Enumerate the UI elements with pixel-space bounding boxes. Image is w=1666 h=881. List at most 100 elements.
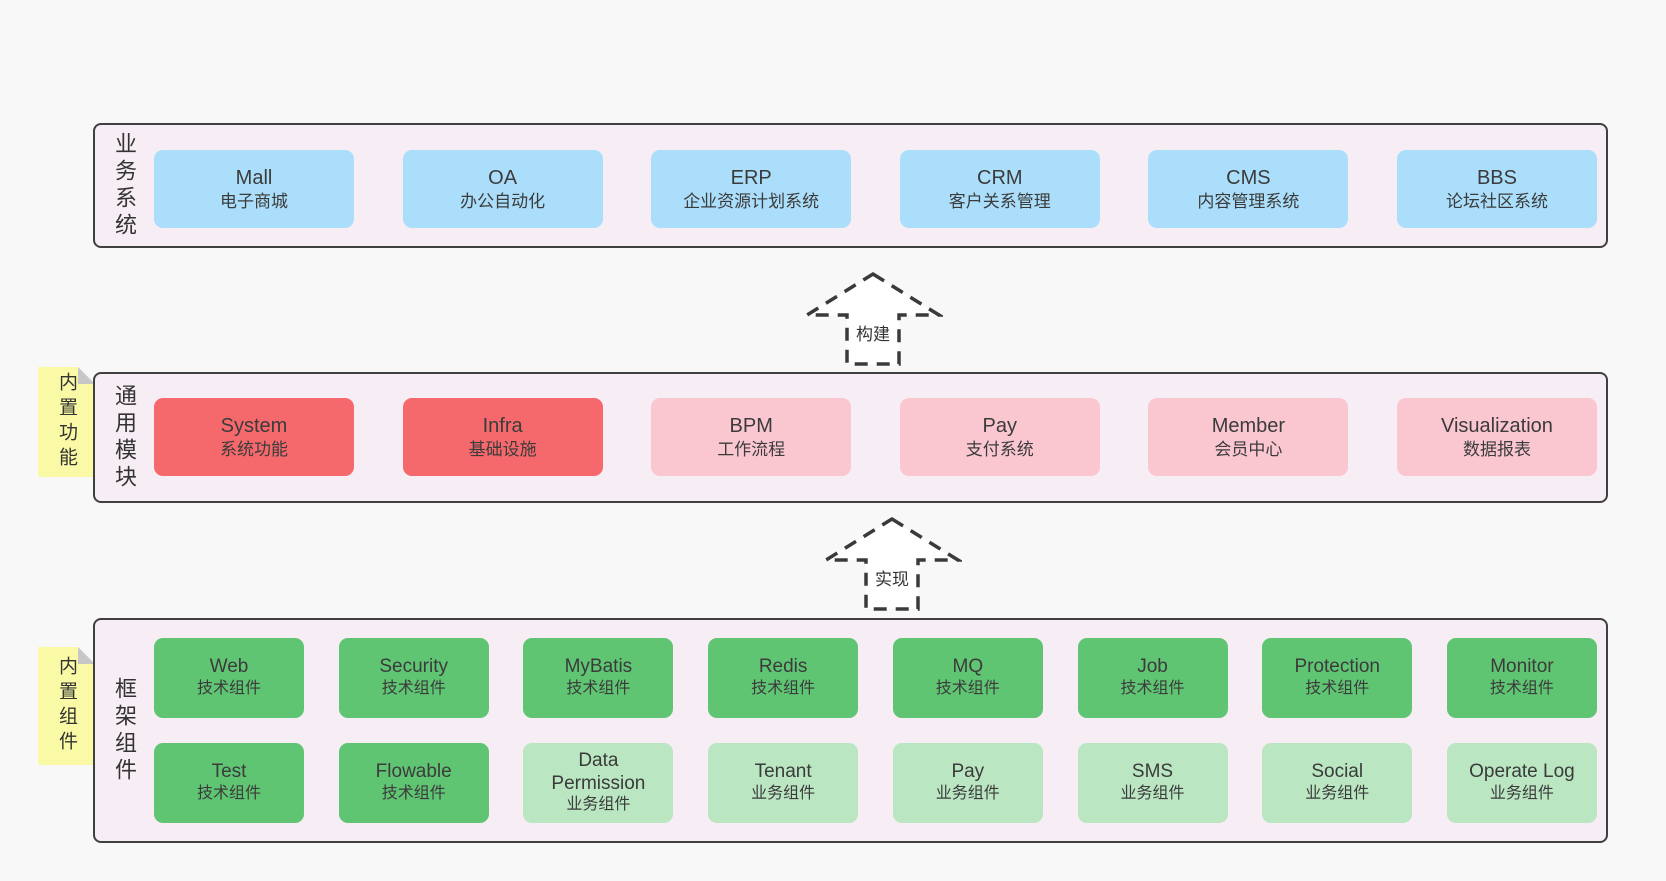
box-subtitle: 技术组件 (196, 679, 261, 697)
box-social: Social 业务组件 (1262, 743, 1413, 823)
box-title: Pay (982, 414, 1018, 437)
box-title: Operate Log (1469, 761, 1575, 783)
box-subtitle: 会员中心 (1214, 439, 1283, 459)
box-data-permission: Data Permission 业务组件 (523, 743, 674, 823)
box-title: ERP (730, 166, 772, 189)
folded-corner (78, 367, 95, 384)
box-title: CMS (1226, 166, 1271, 189)
box-title: Infra (482, 414, 523, 437)
box-title: Redis (758, 656, 808, 678)
box-subtitle: 技术组件 (381, 679, 446, 697)
box-subtitle: 业务组件 (1489, 784, 1554, 802)
box-visualization: Visualization 数据报表 (1396, 398, 1597, 476)
framework-components-label: 框架组件 (112, 676, 137, 785)
box-subtitle: 论坛社区系统 (1445, 191, 1548, 211)
box-pay-biz: Pay 业务组件 (892, 743, 1043, 823)
box-title: Pay (951, 761, 985, 783)
box-subtitle: 系统功能 (220, 439, 288, 459)
box-title: Visualization (1441, 414, 1553, 437)
box-mall: Mall 电子商城 (154, 150, 354, 228)
box-sms: SMS 业务组件 (1077, 743, 1228, 823)
box-web: Web 技术组件 (154, 638, 304, 718)
box-subtitle: 办公自动化 (460, 191, 546, 211)
box-title: Social (1311, 761, 1364, 783)
box-subtitle: 业务组件 (751, 784, 816, 802)
box-title: System (220, 414, 288, 437)
arrow-label: 实现 (872, 565, 912, 590)
up-arrow-icon (803, 271, 943, 366)
box-monitor: Monitor 技术组件 (1446, 638, 1597, 718)
box-infra: Infra 基础设施 (402, 398, 603, 476)
box-title: Data Permission (551, 750, 646, 794)
box-oa: OA 办公自动化 (402, 150, 603, 228)
up-arrow-icon (822, 516, 962, 611)
business-box-row: Mall 电子商城 OA 办公自动化 ERP 企业资源计划系统 CRM 客户关系… (154, 150, 1597, 228)
box-pay: Pay 支付系统 (899, 398, 1100, 476)
components-box-row-1: Web 技术组件 Security 技术组件 MyBatis 技术组件 Redi… (154, 638, 1597, 718)
box-title: MQ (952, 656, 984, 678)
box-subtitle: 技术组件 (566, 679, 631, 697)
box-subtitle: 业务组件 (935, 784, 1000, 802)
box-title: Security (379, 656, 449, 678)
box-subtitle: 技术组件 (1305, 679, 1370, 697)
box-subtitle: 工作流程 (717, 439, 786, 459)
business-systems-layer: 业务系统 Mall 电子商城 OA 办公自动化 ERP 企业资源计划系统 CRM… (93, 123, 1608, 248)
box-erp: ERP 企业资源计划系统 (651, 150, 852, 228)
box-tenant: Tenant 业务组件 (708, 743, 859, 823)
box-title: Member (1211, 414, 1286, 437)
box-title: Flowable (375, 761, 452, 783)
box-title: Protection (1294, 656, 1380, 678)
folded-corner (78, 647, 95, 664)
common-modules-label: 通用模块 (112, 383, 137, 492)
box-title: Job (1137, 656, 1168, 678)
box-subtitle: 支付系统 (965, 439, 1034, 459)
builtin-components-sticky: 内置组件 (38, 647, 95, 765)
box-redis: Redis 技术组件 (708, 638, 859, 718)
box-operate-log: Operate Log 业务组件 (1446, 743, 1597, 823)
components-box-row-2: Test 技术组件 Flowable 技术组件 Data Permission … (154, 743, 1597, 823)
box-protection: Protection 技术组件 (1262, 638, 1413, 718)
box-title: MyBatis (564, 656, 633, 678)
box-subtitle: 技术组件 (1120, 679, 1185, 697)
box-subtitle: 业务组件 (1120, 784, 1185, 802)
box-title: BBS (1476, 166, 1517, 189)
business-systems-label: 业务系统 (112, 131, 137, 240)
box-mq: MQ 技术组件 (892, 638, 1043, 718)
builtin-features-sticky: 内置功能 (38, 367, 95, 477)
box-subtitle: 电子商城 (220, 191, 288, 211)
box-subtitle: 业务组件 (1305, 784, 1370, 802)
box-subtitle: 基础设施 (468, 439, 537, 459)
box-title: CRM (977, 166, 1023, 189)
box-test: Test 技术组件 (154, 743, 304, 823)
box-member: Member 会员中心 (1148, 398, 1349, 476)
box-subtitle: 技术组件 (196, 784, 261, 802)
box-cms: CMS 内容管理系统 (1148, 150, 1349, 228)
box-system: System 系统功能 (154, 398, 354, 476)
sticky-label: 内置组件 (56, 656, 77, 756)
box-flowable: Flowable 技术组件 (338, 743, 489, 823)
box-crm: CRM 客户关系管理 (899, 150, 1100, 228)
implement-arrow: 实现 (822, 516, 962, 613)
arrow-label: 构建 (853, 320, 893, 345)
box-bpm: BPM 工作流程 (651, 398, 852, 476)
sticky-label: 内置功能 (56, 372, 77, 472)
box-subtitle: 企业资源计划系统 (683, 191, 820, 211)
box-title: Tenant (754, 761, 812, 783)
box-subtitle: 数据报表 (1462, 439, 1531, 459)
box-subtitle: 技术组件 (751, 679, 816, 697)
box-subtitle: 内容管理系统 (1197, 191, 1300, 211)
build-arrow: 构建 (803, 271, 943, 368)
box-title: Monitor (1490, 656, 1554, 678)
box-subtitle: 技术组件 (935, 679, 1000, 697)
box-title: BPM (729, 414, 773, 437)
box-title: OA (488, 166, 518, 189)
box-subtitle: 客户关系管理 (948, 191, 1051, 211)
box-title: SMS (1131, 761, 1174, 783)
box-title: Mall (235, 166, 273, 189)
modules-box-row: System 系统功能 Infra 基础设施 BPM 工作流程 Pay 支付系统… (154, 398, 1597, 476)
box-title: Web (209, 656, 249, 678)
box-job: Job 技术组件 (1077, 638, 1228, 718)
framework-components-layer: 框架组件 Web 技术组件 Security 技术组件 MyBatis 技术组件… (93, 618, 1608, 843)
box-security: Security 技术组件 (338, 638, 489, 718)
box-title: Test (211, 761, 247, 783)
